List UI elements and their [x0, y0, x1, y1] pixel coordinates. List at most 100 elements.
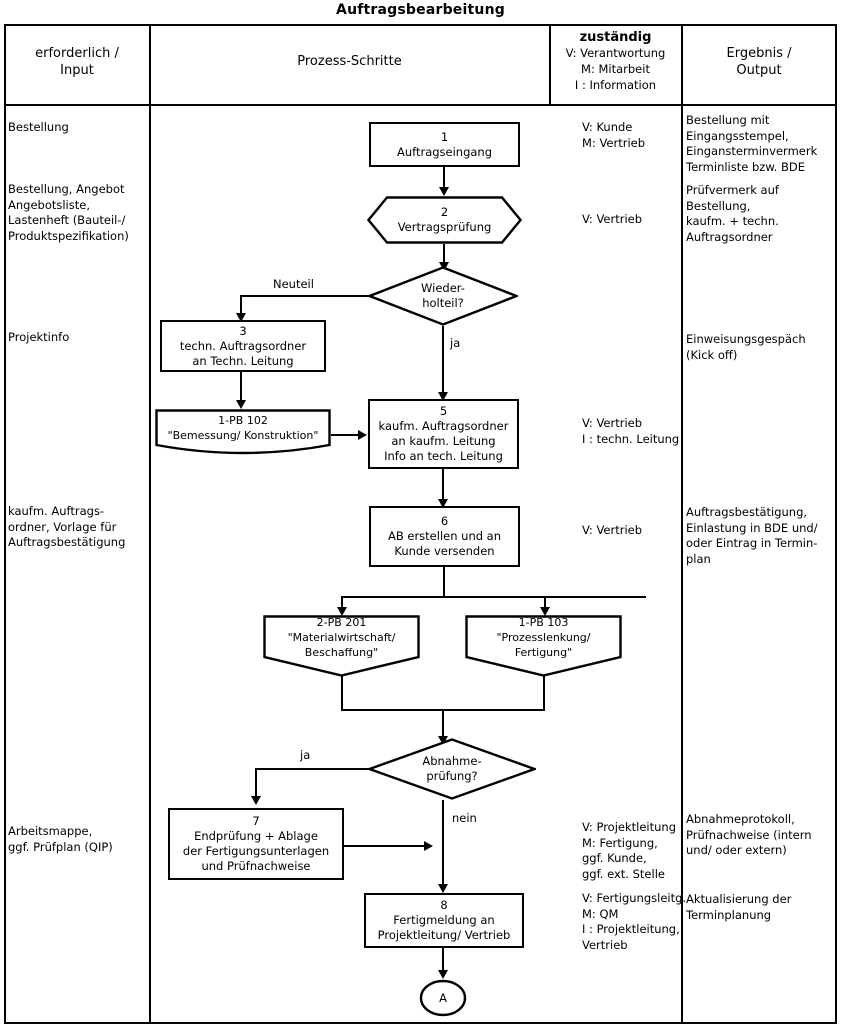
node-6-label: 6 AB erstellen und an Kunde versenden: [387, 514, 502, 558]
responsible-text-2: V: Vertrieb: [582, 212, 643, 226]
node-8-fertigmeldung[interactable]: 8 Fertigmeldung an Projektleitung/ Vertr…: [364, 893, 524, 948]
edge-8-to-connector-arrow: [438, 970, 448, 979]
output-text-1: Bestellung mit Eingangsstempel, Einganst…: [686, 113, 818, 174]
edge-7-to-mainline: [344, 845, 428, 847]
edge-pb102-to-5: [331, 434, 365, 436]
header-responsible-legend-1: M: Mitarbeit: [581, 62, 650, 76]
edge-1-to-2-arrow: [439, 187, 449, 196]
input-text-projektinfo: Projektinfo: [8, 330, 70, 344]
responsible-text-5: V: Projektleitung M: Fertigung, ggf. Kun…: [582, 820, 676, 881]
responsible-text-6: V: Fertigungsleitg. M: QM I : Projektlei…: [582, 891, 687, 952]
edge-1-to-2: [443, 167, 445, 190]
reference-pb-103[interactable]: 1-PB 103 "Prozesslenkung/ Fertigung": [465, 615, 622, 677]
edge-d1-neuteil-down: [240, 295, 242, 319]
edge-pb102-to-5-arrow: [358, 430, 367, 440]
node-6-ab-erstellen[interactable]: 6 AB erstellen und an Kunde versenden: [369, 506, 520, 567]
decision-abnahmepruefung[interactable]: Abnahme- prüfung?: [365, 738, 539, 800]
edge-d2-nein: [442, 800, 444, 892]
node-7-endpruefung[interactable]: 7 Endprüfung + Ablage der Fertigungsunte…: [168, 808, 344, 880]
reference-pb-201-label: 2-PB 201 "Materialwirtschaft/ Beschaffun…: [287, 615, 396, 659]
output-text-5: Abnahmeprotokoll, Prüfnachweise (intern …: [686, 812, 812, 857]
edge-6-to-pb103-arrow: [540, 607, 550, 616]
responsible-text-4: V: Vertrieb: [582, 523, 643, 537]
edge-d1-ja-arrow: [438, 392, 448, 401]
decision-wiederholteil[interactable]: Wieder- holteil?: [366, 266, 520, 326]
column-divider-input: [149, 24, 151, 1024]
edge-2-to-d1: [443, 244, 445, 268]
header-process: Prozess-Schritte: [151, 53, 548, 70]
node-3-techn-auftragsordner[interactable]: 3 techn. Auftragsordner an Techn. Leitun…: [160, 320, 326, 372]
edge-5-to-6-arrow: [438, 499, 448, 508]
page-title: Auftragsbearbeitung: [336, 2, 505, 18]
edge-label-nein: nein: [452, 811, 477, 825]
node-1-auftragseingang[interactable]: 1 Auftragseingang: [369, 122, 520, 167]
edge-merge-to-d2-arrow: [438, 736, 448, 745]
responsible-text-1: V: Kunde M: Vertrieb: [582, 120, 646, 150]
header-process-label: Prozess-Schritte: [297, 54, 402, 69]
edge-7-to-mainline-arrow: [424, 841, 433, 851]
edge-3-to-pb102-arrow: [236, 400, 246, 409]
header-responsible-legend-2: I : Information: [574, 78, 657, 92]
input-text-arbeitsmappe: Arbeitsmappe, ggf. Prüfplan (QIP): [8, 824, 113, 854]
output-text-3: Einweisungsgespäch (Kick off): [686, 332, 806, 362]
edge-d1-neuteil: [240, 295, 370, 297]
table-frame: [4, 24, 837, 1024]
edge-label-ja-2: ja: [300, 748, 311, 762]
reference-pb-102-label: 1-PB 102 "Bemessung/ Konstruktion": [167, 413, 319, 442]
decision-abnahmepruefung-label: Abnahme- prüfung?: [422, 754, 482, 783]
edge-6-to-pb103: [544, 596, 546, 613]
ellipse-shape: [419, 979, 467, 1017]
edge-d1-neuteil-arrow: [236, 313, 246, 322]
node-3-label: 3 techn. Auftragsordner an Techn. Leitun…: [179, 323, 307, 368]
pentagon-shape: [263, 615, 420, 677]
connector-a-label: A: [439, 990, 447, 1005]
input-text-auftragsordner: kaufm. Auftrags- ordner, Vorlage für Auf…: [8, 504, 126, 549]
node-2-vertragspruefung[interactable]: 2 Vertragsprüfung: [366, 196, 523, 244]
column-divider-output: [681, 24, 683, 1024]
edge-2-to-d1-arrow: [439, 262, 449, 271]
edge-d2-ja: [255, 768, 371, 770]
edge-d2-ja-arrow: [251, 796, 261, 805]
edge-d2-nein-arrow: [438, 884, 448, 893]
reference-pb-201[interactable]: 2-PB 201 "Materialwirtschaft/ Beschaffun…: [263, 615, 420, 677]
header-output: Ergebnis / Output: [683, 45, 835, 79]
edge-6-split-bar: [341, 596, 646, 598]
node-8-label: 8 Fertigmeldung an Projektleitung/ Vertr…: [377, 898, 511, 942]
edge-5-to-6: [442, 469, 444, 506]
header-input-label: erforderlich / Input: [35, 46, 119, 78]
edge-pb103-merge: [543, 676, 545, 710]
document-shape: [155, 409, 331, 455]
node-7-label: 7 Endprüfung + Ablage der Fertigungsunte…: [182, 814, 330, 873]
responsible-text-3: V: Vertrieb I : techn. Leitung: [582, 416, 680, 446]
edge-8-to-connector: [442, 948, 444, 976]
diamond-shape: [365, 738, 539, 800]
input-text-angebot: Bestellung, Angebot Angebotsliste, Laste…: [8, 182, 129, 243]
hexagon-shape: [366, 196, 523, 244]
edge-d1-ja: [442, 326, 444, 399]
output-text-2: Prüfvermerk auf Bestellung, kaufm. + tec…: [686, 183, 779, 244]
column-divider-responsible-header: [549, 24, 551, 106]
node-5-label: 5 kaufm. Auftragsordner an kaufm. Leitun…: [378, 404, 509, 463]
edge-3-to-pb102: [240, 372, 242, 406]
header-responsible-legend-0: V: Verantwortung: [565, 46, 666, 60]
diamond-shape: [366, 266, 520, 326]
edge-6-down: [443, 567, 445, 597]
header-divider: [4, 104, 837, 106]
edge-d2-ja-down: [255, 768, 257, 802]
pentagon-shape: [465, 615, 622, 677]
input-text-bestellung: Bestellung: [8, 120, 69, 134]
edge-pb201-merge: [341, 676, 343, 710]
connector-a[interactable]: A: [419, 979, 467, 1017]
decision-wiederholteil-label: Wieder- holteil?: [421, 281, 465, 310]
reference-pb-102[interactable]: 1-PB 102 "Bemessung/ Konstruktion": [155, 409, 331, 456]
edge-label-neuteil: Neuteil: [273, 277, 314, 291]
header-input: erforderlich / Input: [6, 45, 148, 79]
header-responsible-title: zuständig: [579, 30, 652, 45]
header-responsible: zuständig V: Verantwortung M: Mitarbeit …: [551, 30, 680, 93]
node-5-kaufm-auftragsordner[interactable]: 5 kaufm. Auftragsordner an kaufm. Leitun…: [368, 399, 519, 469]
edge-6-to-pb201-arrow: [337, 607, 347, 616]
header-output-label: Ergebnis / Output: [726, 46, 792, 78]
edge-6-to-pb201: [341, 596, 343, 613]
edge-label-ja-1: ja: [450, 336, 461, 350]
